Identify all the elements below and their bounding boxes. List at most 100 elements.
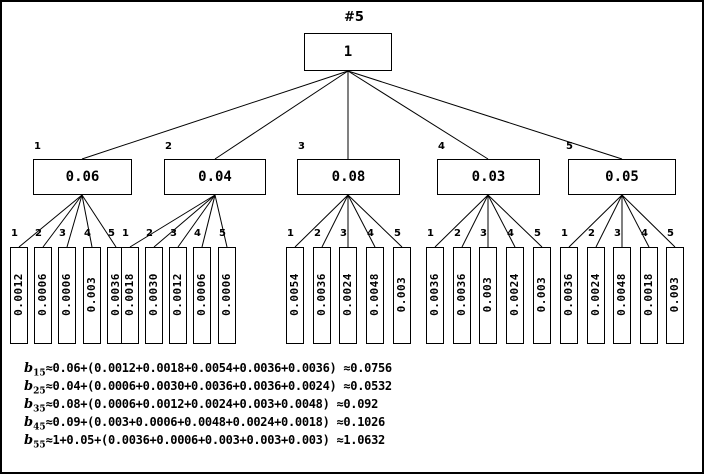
leaf-value: 0.0048 bbox=[368, 273, 381, 316]
leaf-value: 0.0024 bbox=[589, 273, 602, 316]
leaf-value: 0.0012 bbox=[12, 273, 25, 316]
leaf-index-4-1: 1 bbox=[427, 228, 434, 239]
leaf-value: 0.003 bbox=[85, 276, 98, 313]
leaf-index-2-5: 5 bbox=[219, 228, 226, 239]
leaf-index-4-4: 4 bbox=[507, 228, 514, 239]
leaf-node-2-2[interactable]: 0.0030 bbox=[145, 247, 163, 344]
leaf-index-4-3: 3 bbox=[480, 228, 487, 239]
leaf-node-5-5[interactable]: 0.003 bbox=[666, 247, 684, 344]
leaf-node-2-5[interactable]: 0.0006 bbox=[218, 247, 236, 344]
leaf-index-4-2: 2 bbox=[454, 228, 461, 239]
leaf-node-1-3[interactable]: 0.0006 bbox=[58, 247, 76, 344]
level2-node-2[interactable]: 0.04 bbox=[164, 159, 266, 195]
formula-expression: ≈0.06+(0.0012+0.0018+0.0054+0.0036+0.003… bbox=[45, 361, 393, 375]
leaf-value: 0.0006 bbox=[195, 273, 208, 316]
leaf-index-1-5: 5 bbox=[108, 228, 115, 239]
leaf-node-4-3[interactable]: 0.003 bbox=[479, 247, 497, 344]
formula-expression: ≈0.09+(0.003+0.0006+0.0048+0.0024+0.0018… bbox=[45, 415, 386, 429]
leaf-index-1-4: 4 bbox=[84, 228, 91, 239]
leaf-node-4-2[interactable]: 0.0036 bbox=[453, 247, 471, 344]
page-title: #5 bbox=[344, 10, 364, 25]
leaf-index-2-4: 4 bbox=[194, 228, 201, 239]
leaf-node-5-2[interactable]: 0.0024 bbox=[587, 247, 605, 344]
leaf-node-1-1[interactable]: 0.0012 bbox=[10, 247, 28, 344]
leaf-index-2-3: 3 bbox=[170, 228, 177, 239]
leaf-value: 0.0006 bbox=[60, 273, 73, 316]
leaf-node-2-4[interactable]: 0.0006 bbox=[193, 247, 211, 344]
leaf-index-2-1: 1 bbox=[122, 228, 129, 239]
leaf-index-1-2: 2 bbox=[35, 228, 42, 239]
leaf-value: 0.0018 bbox=[642, 273, 655, 316]
formula-symbol: b25 bbox=[24, 379, 46, 397]
leaf-value: 0.003 bbox=[481, 276, 494, 313]
leaf-value: 0.0036 bbox=[455, 273, 468, 316]
leaf-value: 0.0036 bbox=[315, 273, 328, 316]
leaf-node-3-3[interactable]: 0.0024 bbox=[339, 247, 357, 344]
leaf-node-1-4[interactable]: 0.003 bbox=[83, 247, 101, 344]
level2-index-1: 1 bbox=[34, 141, 41, 152]
formula-row: b15≈0.06+(0.0012+0.0018+0.0054+0.0036+0.… bbox=[24, 359, 684, 379]
level2-node-5[interactable]: 0.05 bbox=[568, 159, 676, 195]
leaf-node-5-1[interactable]: 0.0036 bbox=[560, 247, 578, 344]
leaf-node-3-2[interactable]: 0.0036 bbox=[313, 247, 331, 344]
leaf-index-5-5: 5 bbox=[667, 228, 674, 239]
leaf-value: 0.0012 bbox=[171, 273, 184, 316]
leaf-value: 0.0006 bbox=[36, 273, 49, 316]
level2-node-3[interactable]: 0.08 bbox=[297, 159, 400, 195]
leaf-index-3-3: 3 bbox=[340, 228, 347, 239]
leaf-value: 0.003 bbox=[668, 276, 681, 313]
leaf-value: 0.003 bbox=[395, 276, 408, 313]
level2-index-3: 3 bbox=[298, 141, 305, 152]
formula-expression: ≈0.08+(0.0006+0.0012+0.0024+0.003+0.0048… bbox=[45, 397, 379, 411]
leaf-index-5-2: 2 bbox=[588, 228, 595, 239]
leaf-index-3-4: 4 bbox=[367, 228, 374, 239]
leaf-node-4-1[interactable]: 0.0036 bbox=[426, 247, 444, 344]
level2-index-4: 4 bbox=[438, 141, 445, 152]
leaf-index-5-4: 4 bbox=[641, 228, 648, 239]
leaf-node-3-5[interactable]: 0.003 bbox=[393, 247, 411, 344]
leaf-node-5-4[interactable]: 0.0018 bbox=[640, 247, 658, 344]
leaf-node-2-3[interactable]: 0.0012 bbox=[169, 247, 187, 344]
formula-symbol: b35 bbox=[24, 397, 46, 415]
formula-row: b35≈0.08+(0.0006+0.0012+0.0024+0.003+0.0… bbox=[24, 395, 684, 415]
root-node[interactable]: 1 bbox=[304, 33, 392, 71]
leaf-value: 0.0024 bbox=[508, 273, 521, 316]
level2-node-4[interactable]: 0.03 bbox=[437, 159, 540, 195]
formula-row: b25≈0.04+(0.0006+0.0030+0.0036+0.0036+0.… bbox=[24, 377, 684, 397]
formula-symbol: b45 bbox=[24, 415, 46, 433]
leaf-index-1-3: 3 bbox=[59, 228, 66, 239]
leaf-node-4-4[interactable]: 0.0024 bbox=[506, 247, 524, 344]
leaf-index-1-1: 1 bbox=[11, 228, 18, 239]
leaf-value: 0.003 bbox=[535, 276, 548, 313]
leaf-node-5-3[interactable]: 0.0048 bbox=[613, 247, 631, 344]
leaf-index-5-1: 1 bbox=[561, 228, 568, 239]
leaf-value: 0.0036 bbox=[428, 273, 441, 316]
level2-node-1[interactable]: 0.06 bbox=[33, 159, 132, 195]
leaf-value: 0.0018 bbox=[123, 273, 136, 316]
leaf-value: 0.0030 bbox=[147, 273, 160, 316]
leaf-node-2-1[interactable]: 0.0018 bbox=[121, 247, 139, 344]
formula-symbol: b55 bbox=[24, 433, 46, 451]
leaf-value: 0.0048 bbox=[615, 273, 628, 316]
leaf-index-5-3: 3 bbox=[614, 228, 621, 239]
leaf-node-3-4[interactable]: 0.0048 bbox=[366, 247, 384, 344]
leaf-value: 0.0054 bbox=[288, 273, 301, 316]
level2-index-5: 5 bbox=[566, 141, 573, 152]
leaf-value: 0.0024 bbox=[341, 273, 354, 316]
formula-symbol: b15 bbox=[24, 361, 46, 379]
leaf-index-3-2: 2 bbox=[314, 228, 321, 239]
formula-list: b15≈0.06+(0.0012+0.0018+0.0054+0.0036+0.… bbox=[24, 359, 684, 451]
formula-row: b55≈1+0.05+(0.0036+0.0006+0.003+0.003+0.… bbox=[24, 431, 684, 451]
leaf-node-3-1[interactable]: 0.0054 bbox=[286, 247, 304, 344]
leaf-index-2-2: 2 bbox=[146, 228, 153, 239]
leaf-value: 0.0006 bbox=[220, 273, 233, 316]
leaf-value: 0.0036 bbox=[562, 273, 575, 316]
formula-expression: ≈0.04+(0.0006+0.0030+0.0036+0.0036+0.002… bbox=[45, 379, 393, 393]
leaf-index-3-5: 5 bbox=[394, 228, 401, 239]
leaf-index-4-5: 5 bbox=[534, 228, 541, 239]
leaf-node-1-2[interactable]: 0.0006 bbox=[34, 247, 52, 344]
leaf-node-4-5[interactable]: 0.003 bbox=[533, 247, 551, 344]
formula-expression: ≈1+0.05+(0.0036+0.0006+0.003+0.003+0.003… bbox=[45, 433, 386, 447]
